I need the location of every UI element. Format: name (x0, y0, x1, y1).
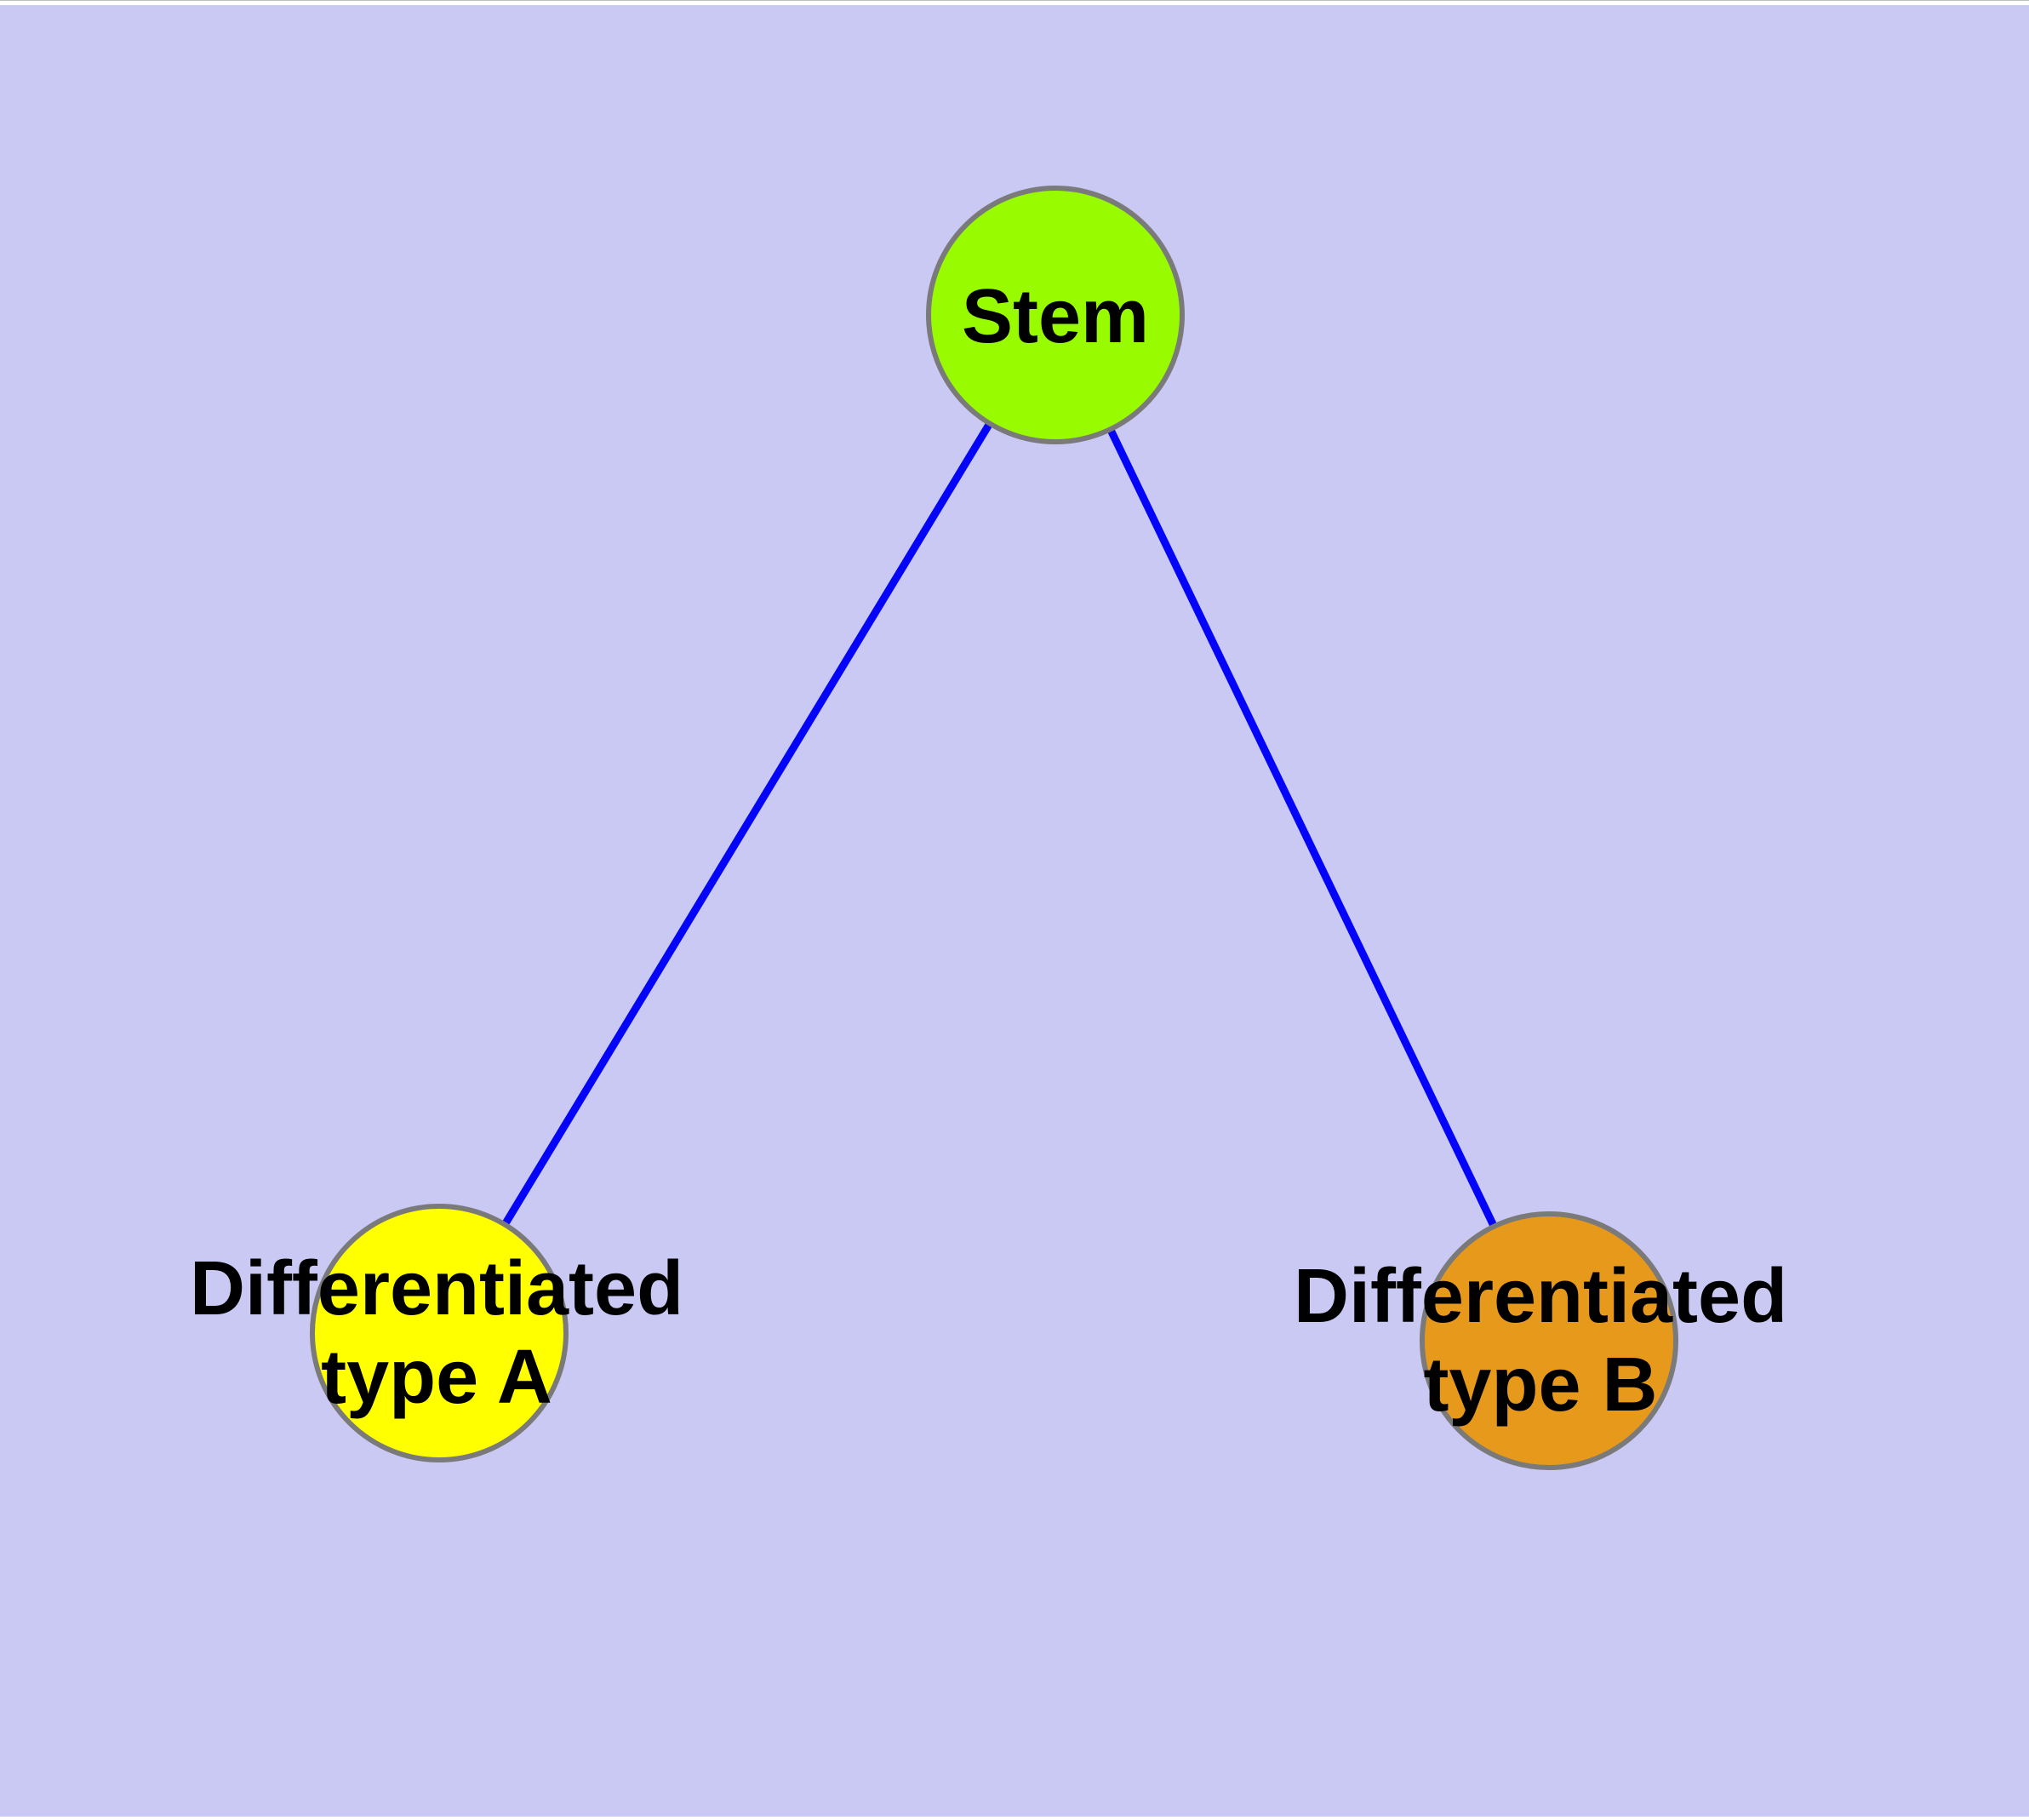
node-differentiated-type-b[interactable] (1420, 1211, 1678, 1470)
window-edge-top (0, 0, 2029, 5)
edge-stem-to-differentiated-type-a (436, 312, 1059, 1336)
edge-stem-to-differentiated-type-b (1051, 313, 1553, 1342)
node-differentiated-type-a[interactable] (310, 1204, 569, 1462)
node-stem[interactable] (926, 186, 1185, 444)
window-edge-bottom (0, 1817, 2029, 1820)
